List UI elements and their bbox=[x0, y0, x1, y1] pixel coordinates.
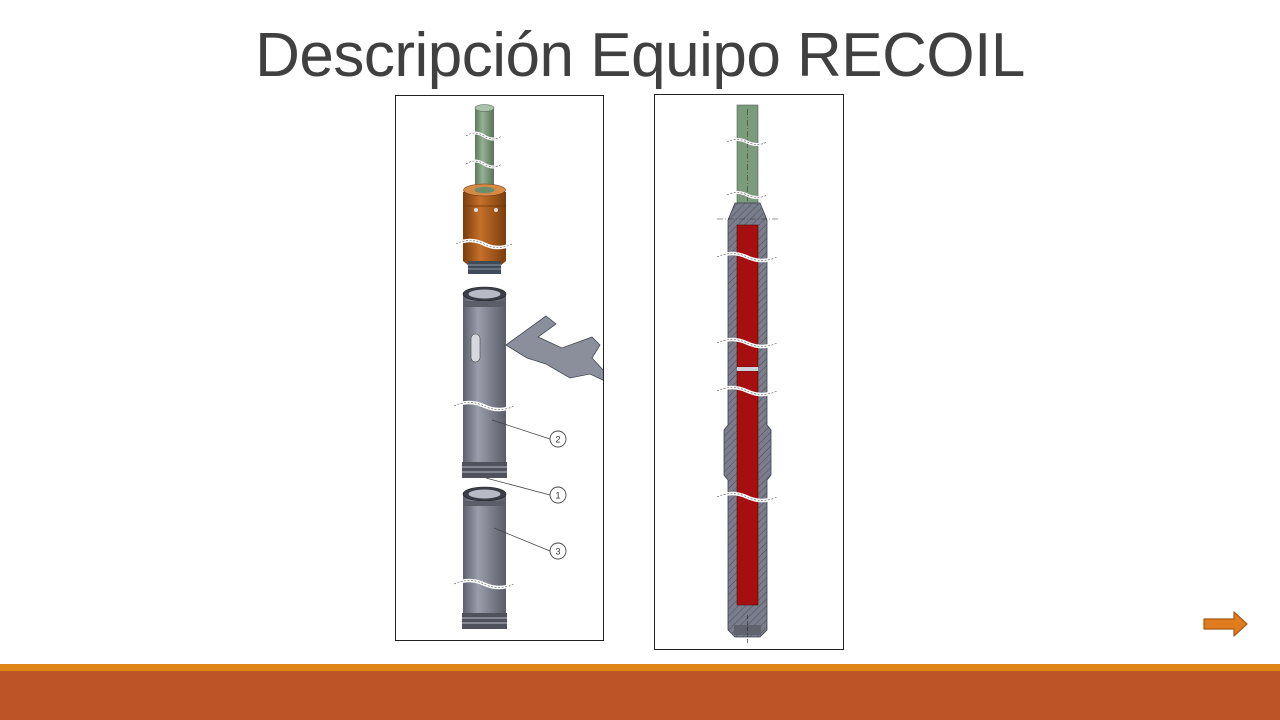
middle-tube-part-2 bbox=[453, 286, 515, 478]
exploded-view-figure: 2 1 3 bbox=[395, 95, 604, 641]
footer-accent-stripe bbox=[0, 664, 1280, 671]
green-rod bbox=[465, 104, 503, 190]
section-red-core-lower bbox=[736, 370, 759, 606]
section-view-figure bbox=[654, 94, 844, 650]
section-green-rod bbox=[726, 104, 768, 204]
callout-label-1: 1 bbox=[555, 491, 560, 501]
next-slide-button[interactable] bbox=[1203, 611, 1249, 637]
callout-bubble-2 bbox=[549, 430, 567, 448]
orange-collar bbox=[455, 183, 513, 274]
section-view-drawing bbox=[716, 104, 779, 645]
callout-bubble-1 bbox=[549, 486, 567, 504]
callout-label-3: 3 bbox=[555, 547, 560, 557]
exploded-view-drawing: 2 1 3 bbox=[453, 104, 603, 629]
bottom-tube-part-3 bbox=[453, 486, 515, 629]
callout-label-2: 2 bbox=[555, 435, 560, 445]
right-arrow-icon bbox=[1203, 611, 1248, 637]
footer-bar bbox=[0, 671, 1280, 720]
spanner-wrench bbox=[505, 315, 603, 381]
slide-title: Descripción Equipo RECOIL bbox=[255, 21, 1025, 90]
callout-bubble-3 bbox=[549, 542, 567, 560]
